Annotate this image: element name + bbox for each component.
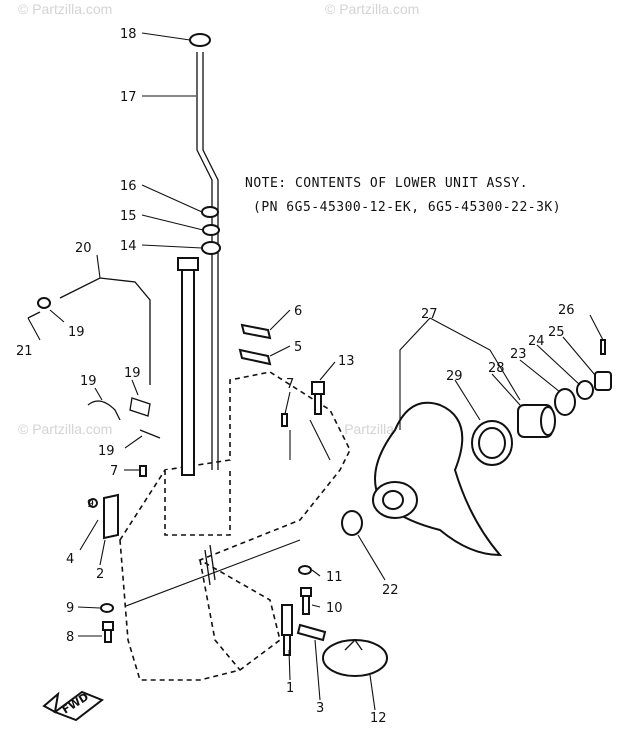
callout-25: 25 (548, 325, 565, 340)
screw-1 (281, 604, 293, 656)
bolt-3 (296, 623, 327, 642)
oil-seal (341, 510, 363, 536)
pin (139, 465, 147, 477)
callout-29: 29 (446, 369, 463, 384)
clips (87, 397, 161, 439)
callout-5: 5 (294, 340, 302, 355)
pin (281, 413, 288, 427)
callout-22: 22 (382, 583, 399, 598)
callout-9: 9 (66, 601, 74, 616)
callout-18: 18 (120, 27, 137, 42)
callout-7: 7 (110, 464, 118, 479)
callout-2: 2 (96, 567, 104, 582)
callout-24: 24 (528, 334, 545, 349)
callout-21: 21 (16, 344, 33, 359)
callout-1: 1 (286, 681, 294, 696)
callout-4: 4 (66, 552, 74, 567)
leader-lines (27, 32, 604, 711)
callout-19: 19 (80, 374, 97, 389)
thrust-ring-inner (478, 427, 506, 459)
watermark: © Partzilla.com (325, 1, 419, 17)
callout-19: 19 (68, 325, 85, 340)
note-line-2: (PN 6G5-45300-12-EK, 6G5-45300-22-3K) (253, 200, 561, 215)
lower-unit-housing (119, 371, 351, 681)
bolt-13 (311, 381, 325, 415)
spacer (517, 404, 556, 438)
shift-rod (27, 277, 151, 385)
propeller (372, 401, 503, 557)
callout-16: 16 (120, 179, 137, 194)
callout-8: 8 (66, 630, 74, 645)
callout-6: 6 (294, 304, 302, 319)
callout-26: 26 (558, 303, 575, 318)
callout-19: 19 (98, 444, 115, 459)
anode-plate (88, 493, 119, 540)
callout-12: 12 (370, 711, 387, 726)
callout-13: 13 (338, 354, 355, 369)
callout-17: 17 (120, 90, 137, 105)
callout-labels: 18 17 16 15 14 20 19 21 19 19 19 6 5 13 … (16, 27, 575, 726)
callout-23: 23 (510, 347, 527, 362)
bolt-10 (298, 565, 312, 615)
callout-15: 15 (120, 209, 137, 224)
washer (576, 380, 594, 400)
callout-10: 10 (326, 601, 343, 616)
trim-tab (322, 638, 388, 677)
drive-shaft (177, 257, 199, 476)
bolt-8 (100, 603, 114, 643)
callout-28: 28 (488, 361, 505, 376)
fwd-arrow: FWD (42, 690, 105, 722)
plates (238, 323, 272, 366)
prop-nut (594, 371, 612, 391)
callout-3: 3 (316, 701, 324, 716)
callout-7: 7 (286, 377, 294, 392)
callout-11: 11 (326, 570, 343, 585)
callout-20: 20 (75, 241, 92, 256)
watermark: © Partzilla.com (18, 421, 112, 437)
callout-27: 27 (421, 307, 438, 322)
note-line-1: NOTE: CONTENTS OF LOWER UNIT ASSY. (245, 176, 528, 191)
watermark: © Partzilla.com (18, 1, 112, 17)
water-pipe (189, 33, 221, 470)
callout-14: 14 (120, 239, 137, 254)
callout-19: 19 (124, 366, 141, 381)
cotter-pin (600, 339, 606, 355)
washer (554, 388, 576, 416)
callout-9: 9 (87, 497, 94, 510)
